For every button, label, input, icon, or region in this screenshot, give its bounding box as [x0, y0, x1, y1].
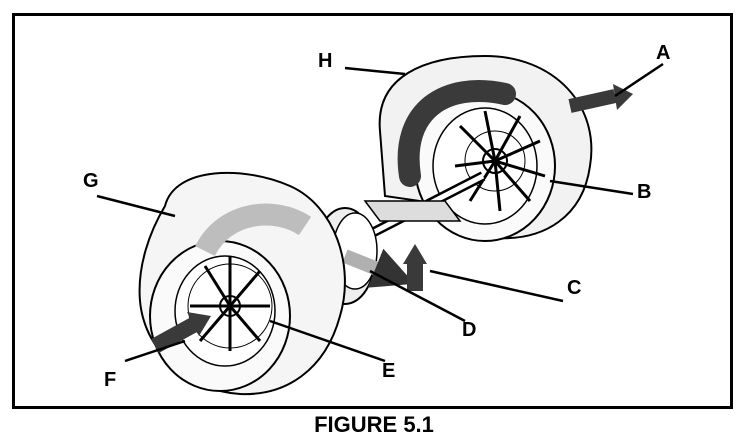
figure-caption: FIGURE 5.1 [314, 412, 434, 437]
turbocharger-diagram [96, 54, 664, 396]
leader-lines [96, 62, 664, 363]
callout-d: D [462, 319, 477, 341]
callout-g: G [83, 170, 99, 192]
callout-e: E [382, 360, 396, 382]
callout-f: F [104, 369, 117, 391]
turbine-housing [378, 54, 593, 242]
callout-c: C [567, 277, 582, 299]
compressor-housing [138, 171, 346, 396]
figure-frame: A B C D E F G H [12, 13, 733, 409]
compressor-wheel [187, 256, 273, 351]
callout-a: A [656, 42, 671, 64]
turbine-wheel [454, 110, 546, 212]
callout-b: B [637, 181, 652, 203]
airflow-arrows [151, 84, 633, 354]
callout-h: H [318, 50, 333, 72]
